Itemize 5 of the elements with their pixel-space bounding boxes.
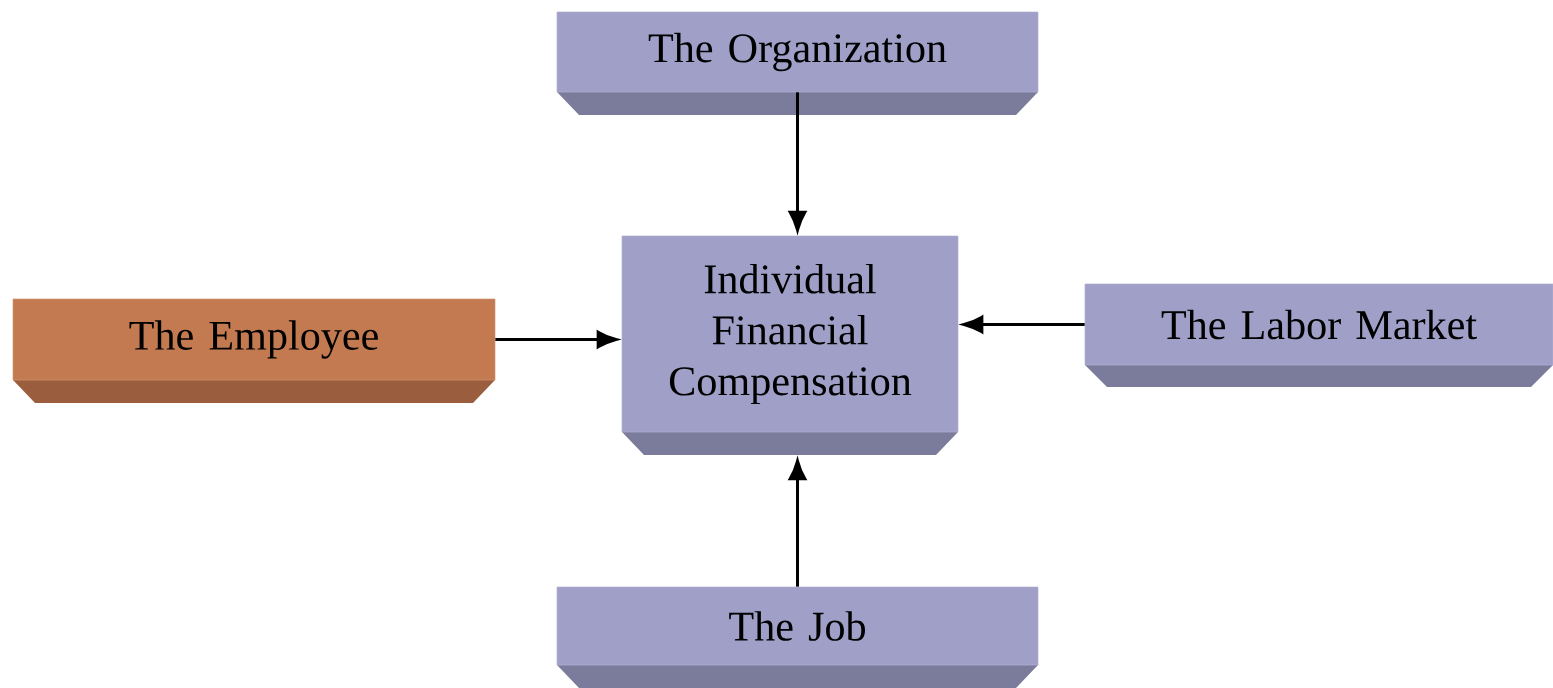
process-box: Individual Financial Compensation — [621, 235, 959, 455]
process-box: The Employee — [12, 298, 496, 403]
process-box: The Labor Market — [1084, 283, 1553, 387]
process-box: The Job — [556, 586, 1039, 688]
process-box: The Organization — [556, 11, 1039, 115]
